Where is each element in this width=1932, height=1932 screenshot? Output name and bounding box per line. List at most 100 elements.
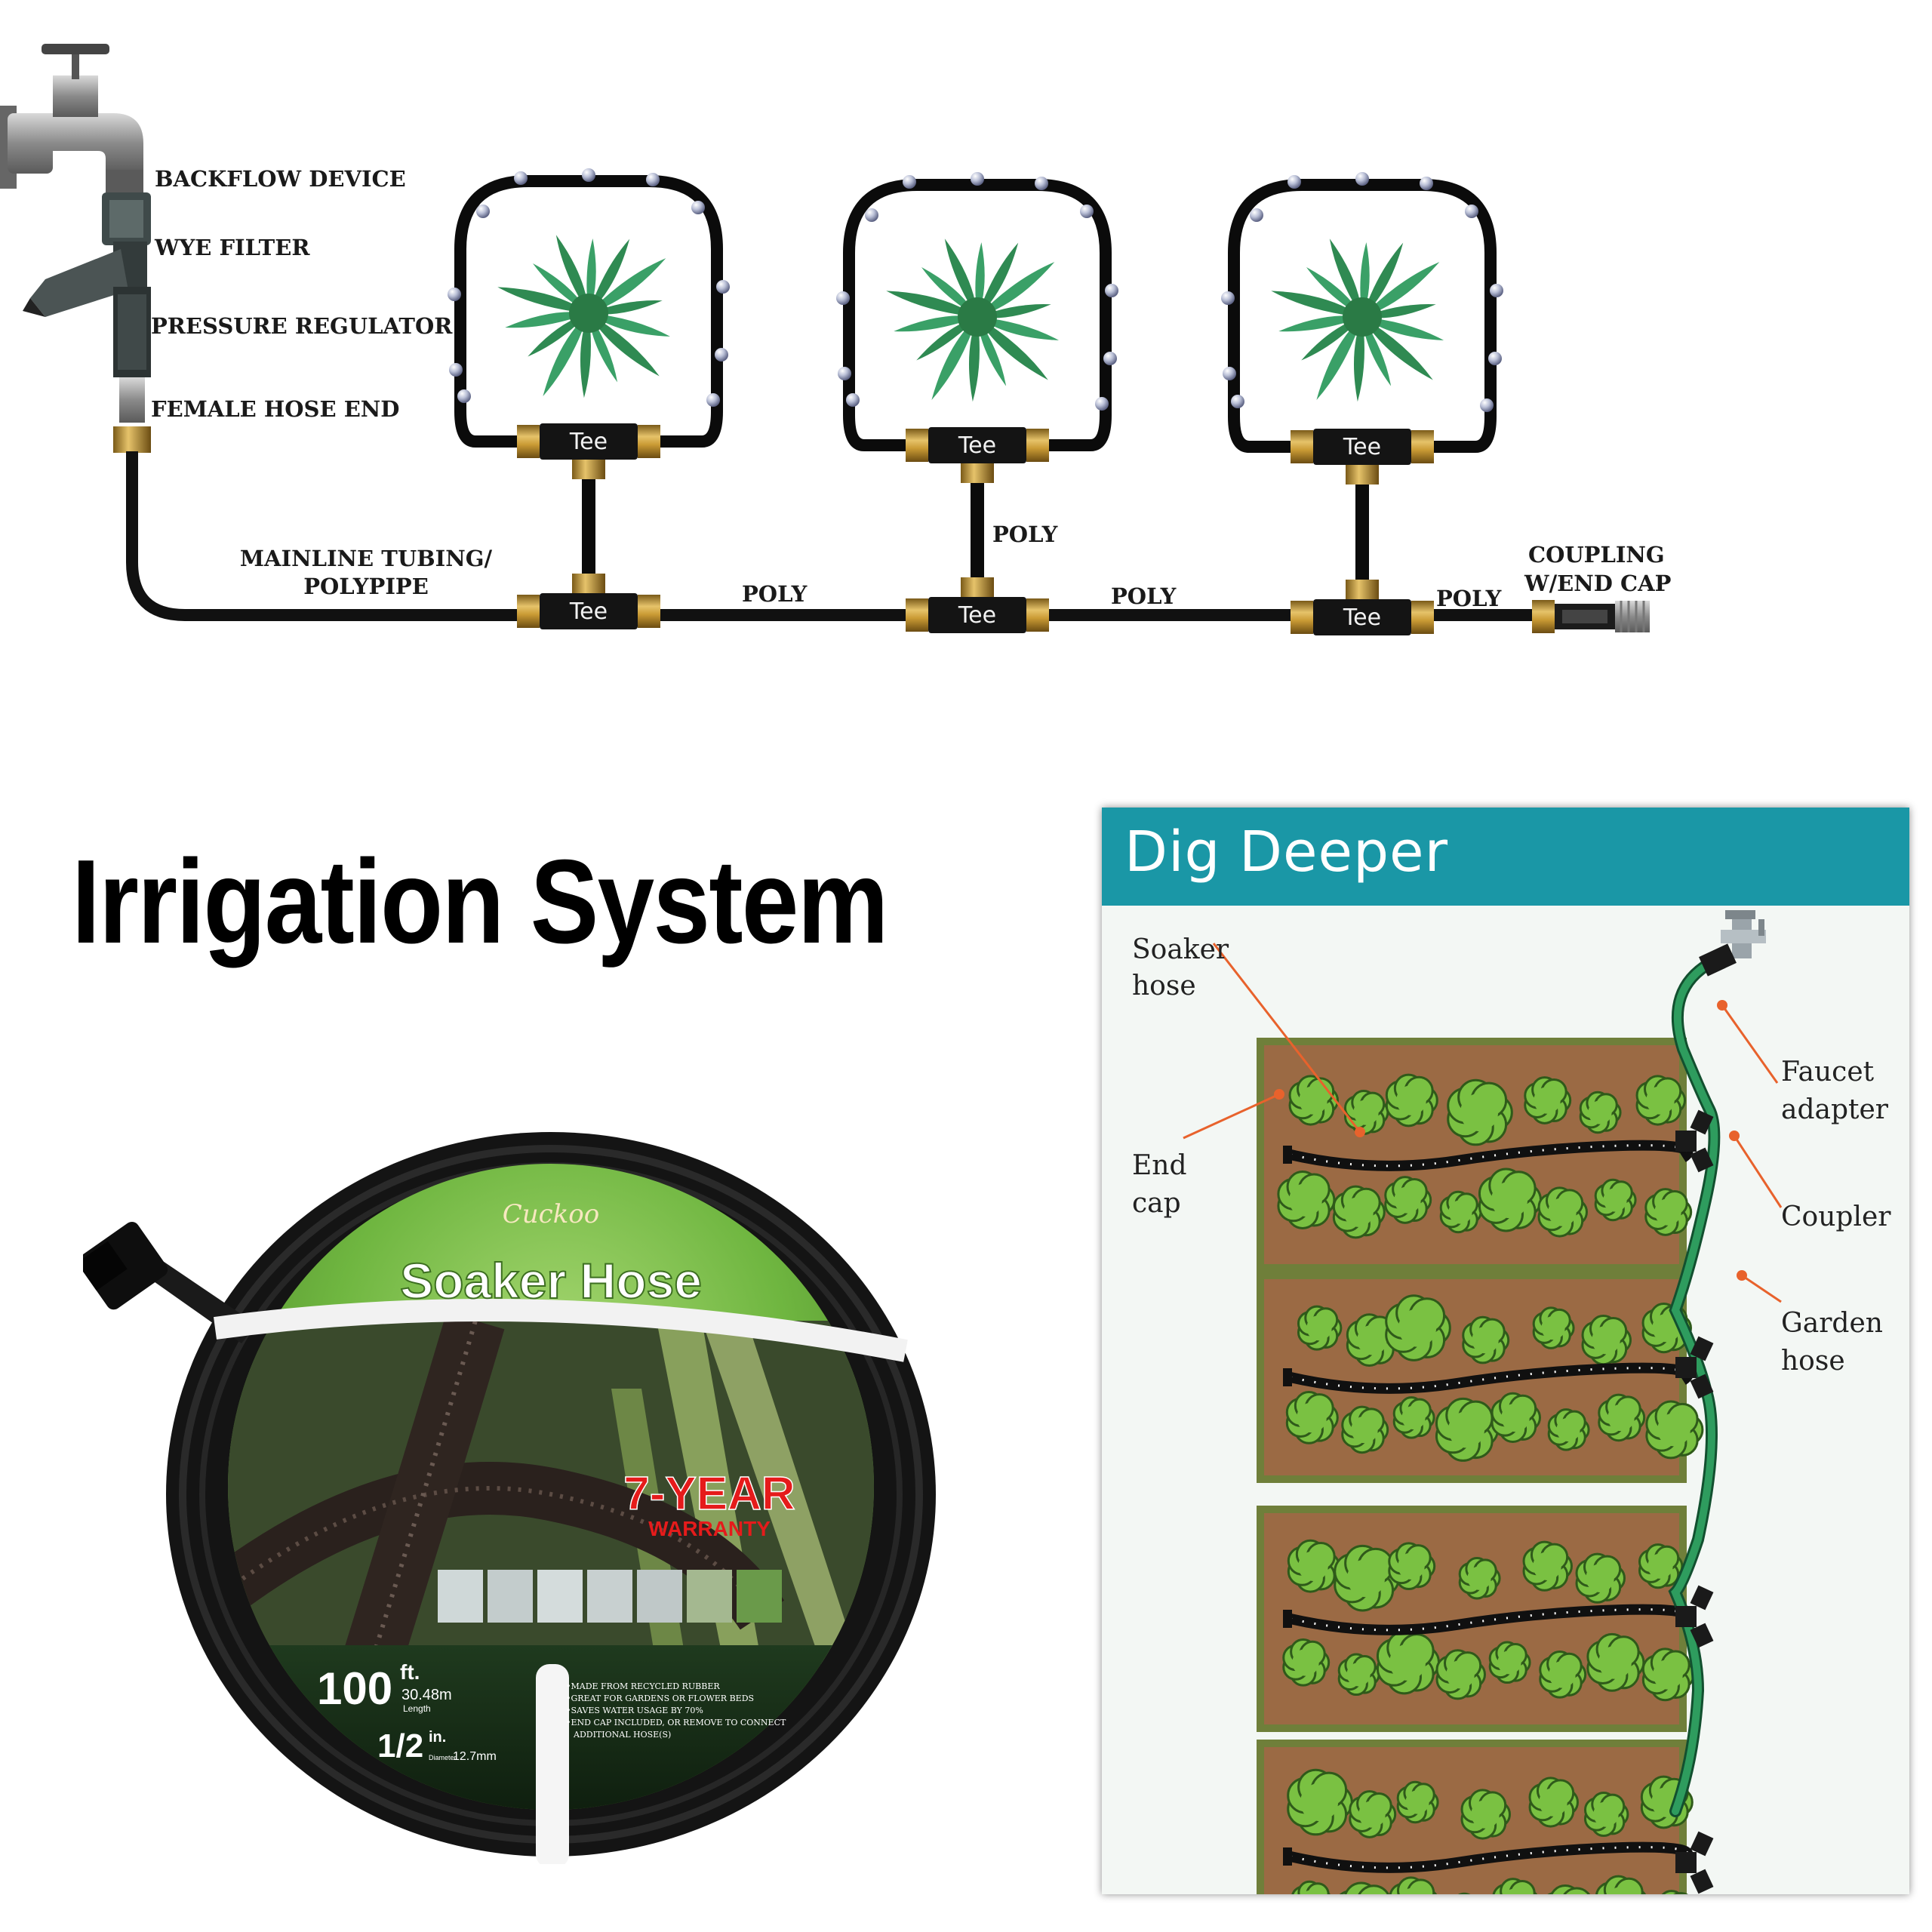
- plant-icon: [1334, 1544, 1400, 1612]
- plant-icon: [1388, 1542, 1436, 1591]
- product-name: Soaker Hose: [400, 1253, 702, 1309]
- plant-icon: [1579, 1091, 1622, 1134]
- plant-icon: [1385, 1073, 1438, 1128]
- plant-icon: [1488, 1641, 1531, 1684]
- warranty-years: 7-YEAR: [623, 1468, 795, 1520]
- plant-icon: [1396, 1780, 1439, 1824]
- poly-riser: [1355, 477, 1369, 587]
- plant-icon: [1532, 1306, 1575, 1349]
- faucet-icon: [0, 44, 143, 192]
- plant-icon: [1376, 1630, 1441, 1695]
- female-hose-end-icon: [113, 377, 151, 453]
- wye-filter-icon: [23, 242, 147, 317]
- plant-icon: [1598, 1393, 1646, 1442]
- plant-icon: [1343, 1089, 1389, 1136]
- label-backflow-device: BACKFLOW DEVICE: [155, 166, 406, 192]
- label-pressure-regulator: PRESSURE REGULATOR: [151, 313, 453, 339]
- end-cap-icon: [1283, 1847, 1292, 1866]
- label-faucet-adapter: Faucet: [1781, 1057, 1875, 1088]
- diameter-word: Diameter: [429, 1754, 457, 1761]
- garden-bed: [1257, 1740, 1694, 1894]
- warranty-word: WARRANTY: [648, 1517, 771, 1540]
- plant-icon: [1332, 1185, 1386, 1239]
- plant-icon: [1435, 1649, 1486, 1700]
- backflow-device-icon: [102, 192, 151, 245]
- label-soaker-hose-2: hose: [1132, 971, 1196, 1001]
- tee-fitting: Tee: [517, 423, 660, 479]
- label-poly-1: POLY: [742, 581, 808, 607]
- tee-label: Tee: [958, 602, 996, 629]
- tee-label: Tee: [569, 598, 608, 625]
- water-drops: [1221, 172, 1503, 412]
- page-title: Irrigation System: [72, 835, 888, 968]
- label-polypipe: POLYPIPE: [303, 574, 429, 599]
- plant-icon: [1661, 1890, 1688, 1894]
- plant-icon: [1547, 1408, 1590, 1451]
- garden-bed: [1257, 1506, 1695, 1732]
- label-end-cap: W/END CAP: [1524, 571, 1672, 596]
- plant-icon: [1282, 1638, 1331, 1687]
- plant-icon: [1635, 1075, 1686, 1126]
- plant-icon: [1641, 1647, 1695, 1702]
- pressure-regulator-icon: [113, 287, 151, 377]
- plant-icon: [1528, 1777, 1579, 1828]
- label-leaders: [1183, 943, 1783, 1303]
- plant-icon: [1341, 1405, 1389, 1454]
- length-value: 100: [317, 1663, 392, 1714]
- mainline-tubing: [126, 451, 1540, 621]
- garden-bed: [1257, 1272, 1704, 1483]
- plant-icon: [1492, 1878, 1538, 1894]
- brand-logo: Cuckoo: [503, 1199, 600, 1229]
- tee-label: Tee: [1343, 434, 1381, 460]
- label-garden-hose-2: hose: [1781, 1346, 1845, 1377]
- coupler-icon: [1675, 1336, 1714, 1399]
- diameter-value: 1/2: [377, 1727, 423, 1764]
- tee-fitting: Tee: [906, 577, 1049, 633]
- diameter-metric: 12.7mm: [453, 1750, 497, 1763]
- label-poly-vertical: POLY: [992, 521, 1058, 547]
- plant-icon: [1458, 1556, 1501, 1600]
- tee-fitting: Tee: [1291, 429, 1434, 485]
- label-garden-hose: Garden: [1781, 1308, 1883, 1339]
- plant-icon: [1539, 1650, 1587, 1699]
- plant-icon: [1537, 1186, 1588, 1238]
- plant-icon: [1385, 1294, 1451, 1361]
- plant-icon: [1384, 1176, 1432, 1224]
- soaker-hose: [1289, 1604, 1694, 1635]
- coupler-icon: [1675, 1109, 1714, 1173]
- card-header: Dig Deeper: [1102, 808, 1909, 906]
- plant-icon: [1645, 1400, 1704, 1460]
- plant-icon: [1460, 1789, 1511, 1840]
- faucet-adapter-icon: [1699, 943, 1737, 977]
- poly-riser: [582, 472, 595, 581]
- feature-item: •MADE FROM RECYCLED RUBBER: [566, 1681, 720, 1691]
- plant-icon: [1392, 1396, 1435, 1439]
- plant-icon: [886, 238, 1060, 402]
- label-coupling: COUPLING: [1528, 542, 1665, 568]
- feature-list: •MADE FROM RECYCLED RUBBER •GREAT FOR GA…: [566, 1681, 786, 1740]
- plant-icon: [1581, 1314, 1632, 1366]
- plant-icon: [1583, 1791, 1629, 1838]
- label-faucet-adapter-2: adapter: [1781, 1094, 1889, 1125]
- plant-icon: [1337, 1653, 1380, 1697]
- end-cap-icon: [1283, 1146, 1292, 1164]
- length-unit: ft.: [400, 1660, 420, 1684]
- garden-layout-diagram: Soaker hose End cap Faucet adapter Coupl…: [1132, 910, 1891, 1894]
- product-photo: [228, 1312, 874, 1677]
- usage-thumbnails: [438, 1570, 782, 1623]
- plant-icon: [1638, 1543, 1684, 1589]
- soaker-hose: [1289, 1362, 1694, 1394]
- plant-icon: [1478, 1168, 1543, 1232]
- tee-fitting: Tee: [1291, 580, 1434, 635]
- label-soaker-hose: Soaker: [1132, 934, 1229, 965]
- length-word: Length: [403, 1703, 431, 1714]
- plant-icon: [1522, 1540, 1573, 1592]
- plant-icon: [1288, 1075, 1339, 1126]
- tee-fitting: Tee: [517, 574, 660, 629]
- label-coupler: Coupler: [1781, 1201, 1891, 1232]
- water-drops: [836, 172, 1118, 411]
- plant-icon: [1547, 1884, 1590, 1894]
- card-title: Dig Deeper: [1124, 820, 1448, 884]
- coupler-icon: [1675, 1585, 1714, 1648]
